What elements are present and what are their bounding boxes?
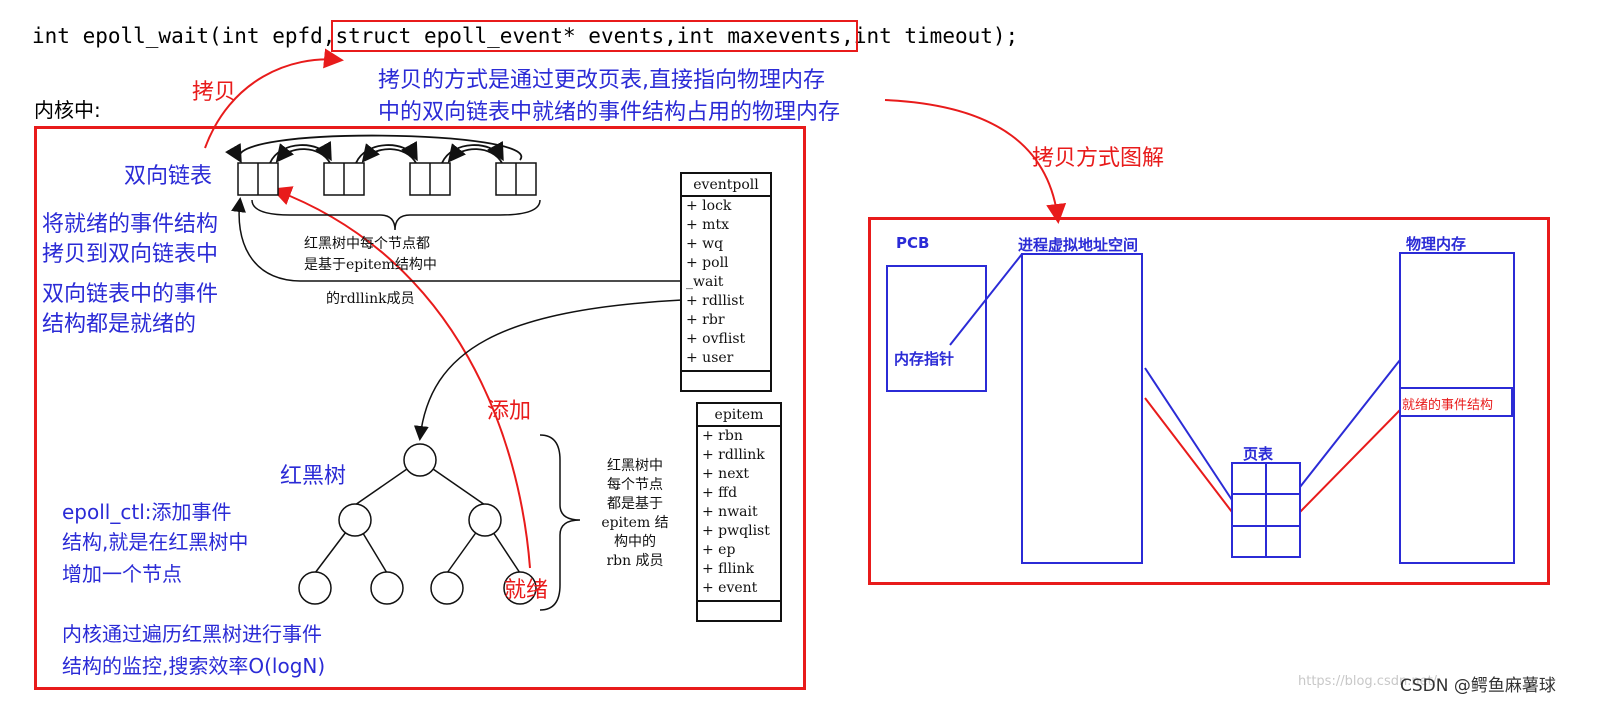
epitem-field: + rdllink [702, 447, 765, 463]
epitem-title: epitem [698, 404, 780, 427]
list-links [225, 134, 523, 164]
ready-copy-line-2: 拷贝到双向链表中 [42, 242, 219, 267]
rbn-note-line: 都是基于 [607, 496, 663, 512]
double-list-label: 双向链表 [124, 164, 213, 189]
eventpoll-field: + poll _wait [686, 255, 729, 290]
copy-desc-line-1: 拷贝的方式是通过更改页表,直接指向物理内存 [378, 68, 825, 93]
vaddr-box [1021, 253, 1143, 564]
copy-arrow [204, 48, 344, 149]
epitem-tail [698, 600, 780, 620]
eventpoll-field: + lock [686, 198, 732, 214]
traverse-line-2: 结构的监控,搜索效率O(logN) [62, 654, 326, 678]
copy-label: 拷贝 [192, 80, 237, 105]
epitem-field: + next [702, 466, 750, 482]
watermark: CSDN @鳄鱼麻薯球 [1400, 676, 1556, 696]
eventpoll-field: + rdllist [686, 293, 745, 309]
traverse-line-1: 内核通过遍历红黑树进行事件 [62, 622, 322, 646]
eventpoll-field: + ovflist [686, 331, 746, 347]
eventpoll-tail [682, 370, 770, 390]
eventpoll-field: + mtx [686, 217, 729, 233]
physical-label: 物理内存 [1406, 235, 1467, 253]
epitem-field: + nwait [702, 504, 758, 520]
ctl-line-2: 结构,就是在红黑树中 [62, 530, 249, 554]
epitem-field: + event [702, 580, 758, 596]
red-black-tree [298, 443, 537, 605]
double-linked-list [237, 162, 537, 196]
code-highlighted: struct epoll_event* events,int maxevents… [331, 20, 858, 52]
rdllink-note-3: 的rdllink成员 [326, 291, 415, 307]
ctl-line-3: 增加一个节点 [62, 562, 182, 586]
list-ready-line-1: 双向链表中的事件 [42, 282, 219, 307]
rbn-note: 红黑树中 每个节点 都是基于 epitem 结 构中的 rbn 成员 [595, 457, 675, 571]
ready-struct-label: 就绪的事件结构 [1402, 398, 1494, 413]
code-prefix: int epoll_wait(int epfd, [32, 24, 336, 48]
rbn-note-line: rbn 成员 [606, 553, 664, 569]
eventpoll-field: + user [686, 350, 734, 366]
epitem-struct: epitem + rbn + rdllink + next + ffd + nw… [696, 402, 782, 622]
memory-diagram-frame [868, 217, 1550, 585]
list-brace [251, 199, 541, 231]
ready-copy-line-1: 将就绪的事件结构 [42, 212, 219, 237]
page-table-grid [1231, 462, 1301, 558]
rbr-pointer [413, 299, 683, 441]
mem-pointer-label: 内存指针 [894, 350, 955, 368]
rdllink-note-2: 是基于epitem结构中 [304, 257, 437, 273]
add-label: 添加 [487, 399, 532, 424]
rbn-note-line: 红黑树中 [607, 458, 663, 474]
add-arrow [271, 186, 531, 569]
list-ready-line-2: 结构都是就绪的 [42, 312, 197, 337]
rbn-note-line: 构中的 [614, 534, 656, 550]
rbtree-label: 红黑树 [280, 464, 347, 489]
copy-diagram-arrow [884, 99, 1067, 224]
watermark-faint: https://blog.csdn.net/ [1298, 674, 1438, 689]
eventpoll-struct: eventpoll + lock + mtx + wq + poll _wait… [680, 172, 772, 392]
epitem-field: + ep [702, 542, 736, 558]
rdllink-note-1: 红黑树中每个节点都 [304, 236, 430, 252]
eventpoll-field: + wq [686, 236, 724, 252]
epitem-field: + fllink [702, 561, 754, 577]
eventpoll-field: + rbr [686, 312, 725, 328]
eventpoll-title: eventpoll [682, 174, 770, 197]
epoll-wait-signature: int epoll_wait(int epfd,struct epoll_eve… [32, 20, 1019, 52]
epitem-field: + rbn [702, 428, 743, 444]
pcb-box [886, 265, 987, 392]
kernel-label: 内核中: [34, 98, 101, 122]
page-table-label: 页表 [1243, 445, 1274, 463]
rdllist-pointer [231, 197, 682, 282]
rbn-note-line: 每个节点 [607, 477, 663, 493]
code-suffix: int timeout); [853, 24, 1019, 48]
vaddr-label: 进程虚拟地址空间 [1018, 236, 1139, 254]
copy-diagram-label: 拷贝方式图解 [1032, 146, 1165, 171]
ready-label: 就绪 [504, 578, 549, 603]
pcb-label: PCB [896, 234, 930, 252]
ready-struct-box [1399, 387, 1513, 417]
rbn-brace [539, 434, 581, 611]
epitem-field: + pwqlist [702, 523, 770, 539]
rbn-note-line: epitem 结 [601, 515, 669, 531]
epitem-field: + ffd [702, 485, 738, 501]
ctl-line-1: epoll_ctl:添加事件 [62, 500, 232, 524]
copy-desc-line-2: 中的双向链表中就绪的事件结构占用的物理内存 [378, 100, 841, 125]
kernel-frame [34, 126, 806, 690]
